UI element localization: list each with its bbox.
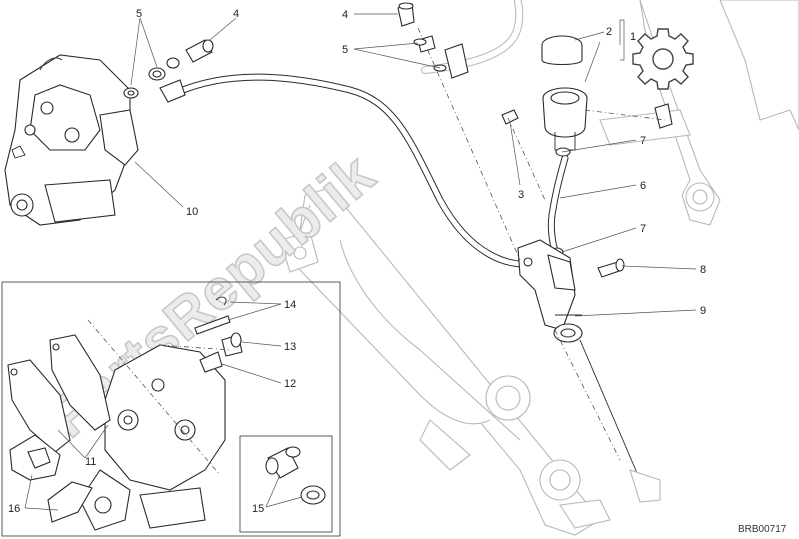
callout-15: 15 bbox=[252, 503, 264, 515]
callout-12: 12 bbox=[284, 378, 296, 390]
callout-5a: 5 bbox=[136, 8, 142, 20]
inset-frame bbox=[1, 281, 341, 537]
reservoir-hose bbox=[547, 147, 571, 257]
gear-icon bbox=[632, 28, 694, 90]
callout-3: 3 bbox=[518, 189, 524, 201]
brake-line bbox=[174, 73, 544, 268]
callout-1: 1 bbox=[630, 31, 636, 43]
reservoir bbox=[501, 35, 673, 151]
inset-pad-pin bbox=[194, 296, 243, 373]
callout-7b: 7 bbox=[640, 223, 646, 235]
inset-caliper bbox=[79, 344, 226, 531]
pushrod bbox=[579, 339, 641, 481]
callout-10: 10 bbox=[186, 206, 198, 218]
inset-subframe bbox=[239, 435, 333, 533]
master-cylinder bbox=[517, 239, 583, 343]
mounting-bolt bbox=[597, 258, 625, 278]
callout-7a: 7 bbox=[640, 135, 646, 147]
callout-2: 2 bbox=[606, 26, 612, 38]
callout-4a: 4 bbox=[233, 8, 239, 20]
callout-4b: 4 bbox=[342, 9, 348, 21]
callout-6: 6 bbox=[640, 180, 646, 192]
rear-caliper bbox=[4, 54, 139, 226]
callout-16: 16 bbox=[8, 503, 20, 515]
callout-11: 11 bbox=[85, 456, 96, 468]
hose-fitting-upper bbox=[397, 2, 469, 79]
callout-1-bracket bbox=[620, 19, 625, 61]
inset-brake-pads bbox=[7, 334, 111, 453]
callout-labels: 1 2 3 4 4 5 5 6 7 7 8 9 10 11 12 13 14 1… bbox=[8, 8, 706, 515]
callout-5b: 5 bbox=[342, 44, 348, 56]
caliper-banjo-set bbox=[123, 39, 214, 103]
callout-8: 8 bbox=[700, 264, 706, 276]
leader-lines bbox=[24, 13, 697, 511]
bleed-valve bbox=[265, 446, 326, 505]
callout-14: 14 bbox=[284, 299, 296, 311]
callout-13: 13 bbox=[284, 341, 296, 353]
swingarm-outline bbox=[279, 187, 611, 536]
drawing-code: BRB00717 bbox=[738, 524, 787, 535]
callout-9: 9 bbox=[700, 305, 706, 317]
inset-pad-spring bbox=[9, 434, 93, 523]
